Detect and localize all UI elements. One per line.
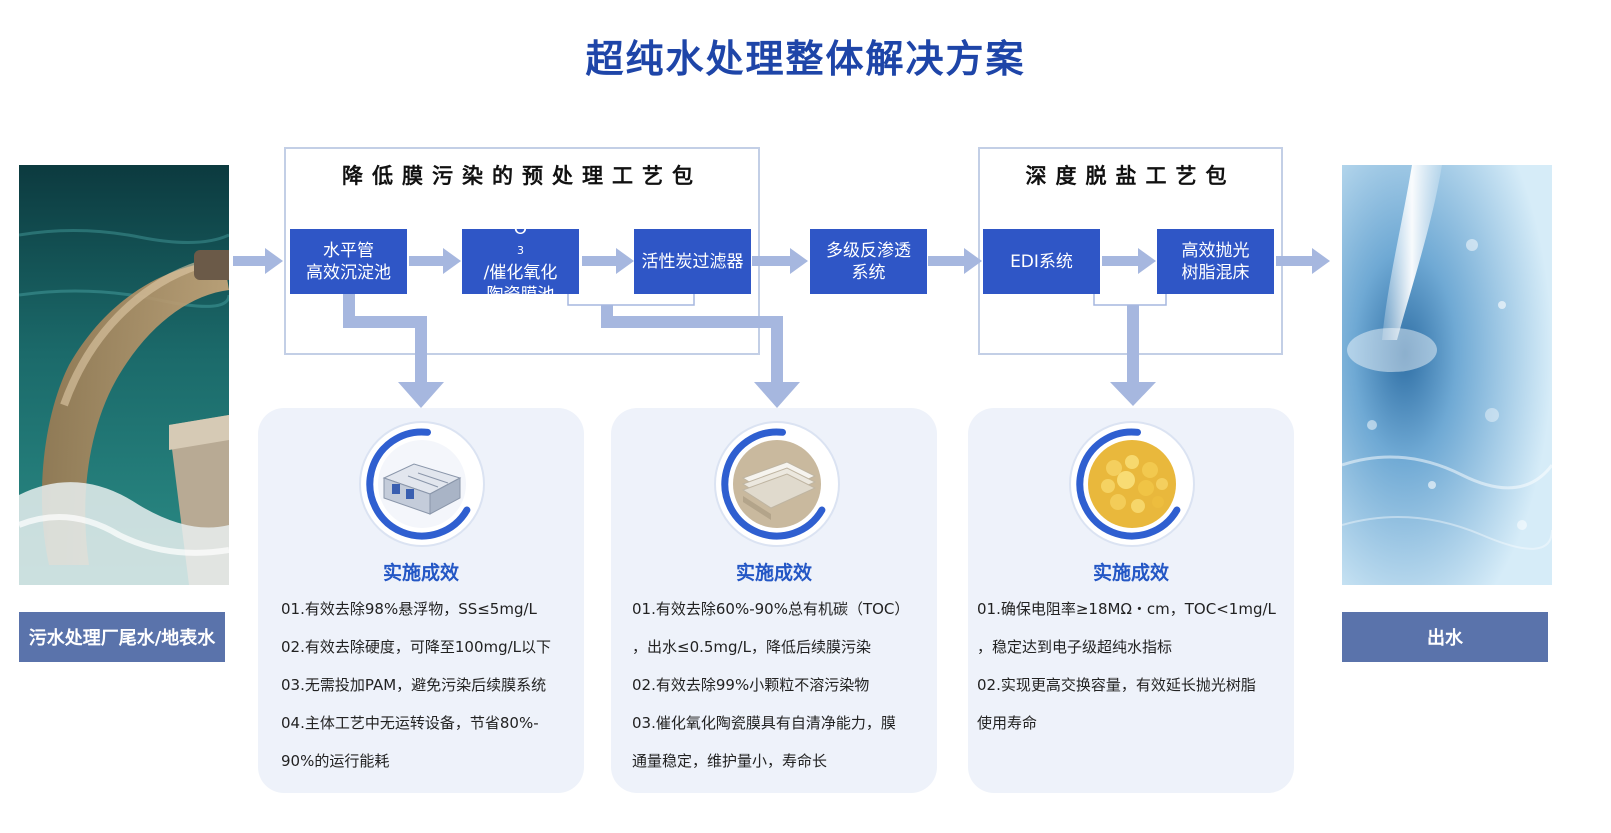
card3-title: 实施成效 — [1092, 562, 1169, 584]
card1-line: 04.主体工艺中无运转设备，节省80%- — [281, 714, 539, 732]
step-ozone-rest: /催化氧化 — [483, 262, 558, 283]
card2-line: 02.有效去除99%小颗粒不溶污染物 — [632, 676, 870, 694]
step-ozone-symbol: O — [513, 218, 528, 239]
step-reverse-osmosis: 多级反渗透 系统 — [810, 229, 927, 294]
sedimentation-tank-icon — [359, 421, 485, 547]
card3-line: 02.实现更高交换容量，有效延长抛光树脂 — [977, 676, 1256, 694]
step-ro-line2: 系统 — [851, 262, 886, 283]
step-sedimentation-tank: 水平管 高效沉淀池 — [290, 229, 407, 294]
desalination-package-title: 深度脱盐工艺包 — [1025, 164, 1236, 188]
card1-text: 01.有效去除98%悬浮物，SS≤5mg/L 02.有效去除硬度，可降至100m… — [281, 590, 576, 780]
clean-water-photo — [1342, 165, 1552, 585]
card2-line: 03.催化氧化陶瓷膜具有自清净能力，膜 — [632, 714, 896, 732]
pretreatment-package-title: 降低膜污染的预处理工艺包 — [342, 164, 702, 188]
card2-line: 01.有效去除60%-90%总有机碳（TOC） — [632, 600, 910, 618]
step-carbon-line1: 活性炭过滤器 — [641, 251, 744, 272]
card1-line: 03.无需投加PAM，避免污染后续膜系统 — [281, 676, 547, 694]
card2-text: 01.有效去除60%-90%总有机碳（TOC） ，出水≤0.5mg/L，降低后续… — [632, 590, 932, 780]
step-polishing-resin-bed: 高效抛光 树脂混床 — [1157, 229, 1274, 294]
step-sedimentation-line2: 高效沉淀池 — [306, 262, 391, 283]
ceramic-membrane-icon — [714, 421, 840, 547]
step-ozone-line2: 陶瓷膜池 — [486, 284, 555, 305]
card1-title: 实施成效 — [382, 562, 459, 584]
step-activated-carbon-filter: 活性炭过滤器 — [634, 229, 751, 294]
wastewater-photo — [19, 165, 229, 585]
step-edi-line1: EDI系统 — [1010, 251, 1073, 272]
card2-title: 实施成效 — [735, 562, 812, 584]
step-ro-line1: 多级反渗透 — [826, 240, 911, 261]
resin-beads-icon — [1069, 421, 1195, 547]
card3-line: ，稳定达到电子级超纯水指标 — [977, 638, 1173, 656]
step-ozone-ceramic-membrane: O 3/催化氧化 陶瓷膜池 — [462, 219, 579, 305]
card3-line: 使用寿命 — [977, 714, 1038, 732]
step-edi-system: EDI系统 — [983, 229, 1100, 294]
step-polish-line1: 高效抛光 — [1181, 240, 1250, 261]
card3-text: 01.确保电阻率≥18MΩ・cm，TOC<1mg/L ，稳定达到电子级超纯水指标… — [977, 590, 1289, 742]
card1-line: 02.有效去除硬度，可降至100mg/L以下 — [281, 638, 552, 656]
input-source-label: 污水处理厂尾水/地表水 — [19, 612, 225, 662]
output-label: 出水 — [1342, 612, 1548, 662]
pretreatment-package-frame — [284, 147, 760, 355]
step-sedimentation-line1: 水平管 — [323, 240, 374, 261]
card2-line: 通量稳定，维护量小，寿命长 — [632, 752, 828, 770]
card1-line: 90%的运行能耗 — [281, 752, 390, 770]
card2-line: ，出水≤0.5mg/L，降低后续膜污染 — [632, 638, 871, 656]
step-polish-line2: 树脂混床 — [1181, 262, 1250, 283]
step-ozone-subscript: 3 — [516, 243, 524, 257]
page-title: 超纯水处理整体解决方案 — [585, 37, 1026, 81]
card1-line: 01.有效去除98%悬浮物，SS≤5mg/L — [281, 600, 537, 618]
card3-line: 01.确保电阻率≥18MΩ・cm，TOC<1mg/L — [977, 600, 1276, 618]
